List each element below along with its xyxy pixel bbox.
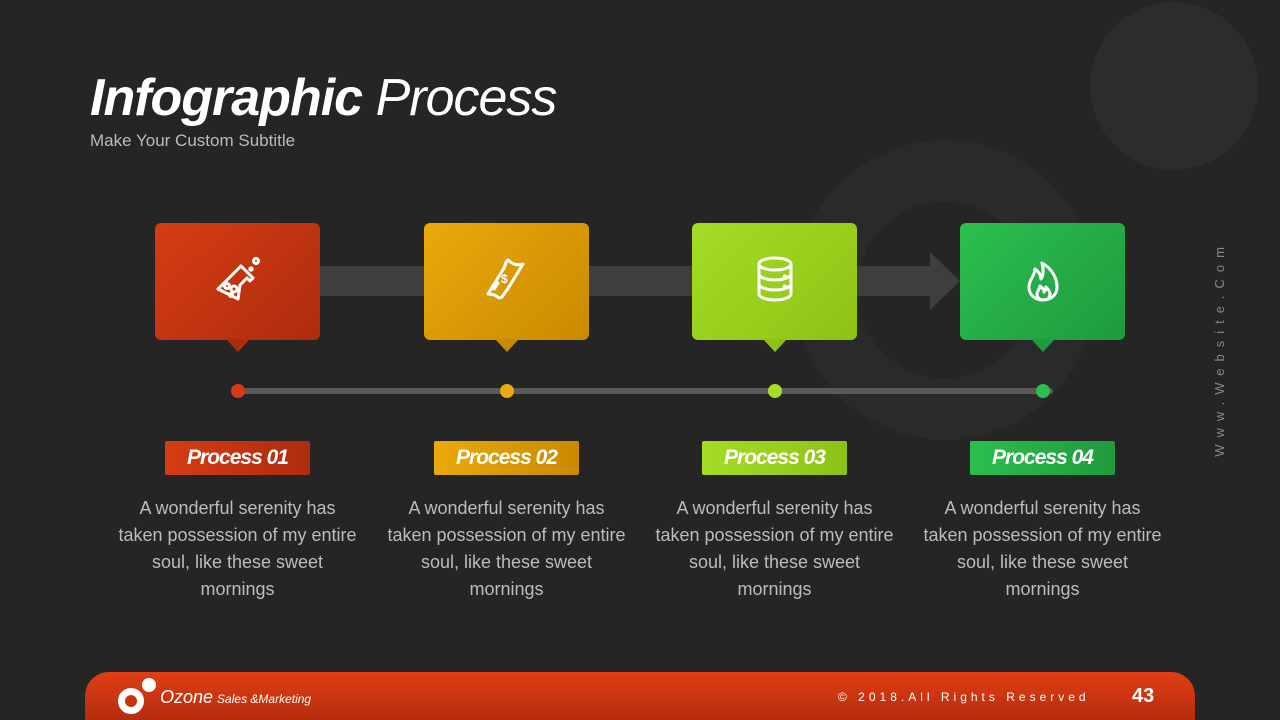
process-label: Process 01	[165, 441, 310, 475]
process-label: Process 02	[434, 441, 579, 475]
process-card-3	[692, 223, 857, 340]
process-card-4	[960, 223, 1125, 340]
process-card-1	[155, 223, 320, 340]
arrow-head	[930, 252, 960, 310]
page-title: Infographic Process	[90, 69, 557, 127]
card-pointer	[762, 339, 787, 352]
page-subtitle: Make Your Custom Subtitle	[90, 131, 296, 150]
timeline-dot	[499, 384, 514, 398]
logo-icon	[118, 688, 144, 714]
process-description: A wonderful serenity has taken possessio…	[118, 498, 357, 599]
fire-icon	[1016, 252, 1070, 311]
decor-circle	[1090, 2, 1258, 170]
website-text: Www.Website.Com	[1212, 240, 1227, 457]
process-description: A wonderful serenity has taken possessio…	[923, 498, 1162, 599]
card-pointer	[225, 339, 250, 352]
process-label: Process 04	[970, 441, 1115, 475]
flask-icon	[211, 252, 265, 311]
copyright: © 2018.All Rights Reserved	[838, 690, 1090, 704]
card-pointer	[1030, 339, 1055, 352]
timeline-dot	[767, 384, 782, 398]
process-description: A wonderful serenity has taken possessio…	[655, 498, 894, 599]
card-pointer	[494, 339, 519, 352]
timeline-dot	[230, 384, 245, 398]
logo-dot	[142, 678, 156, 692]
timeline-dot	[1035, 384, 1050, 398]
footer-bar	[85, 672, 1195, 720]
process-label: Process 03	[702, 441, 847, 475]
page-number: 43	[1132, 685, 1155, 707]
svg-text:$: $	[501, 272, 508, 286]
timeline	[237, 388, 1053, 394]
process-card-2: $	[424, 223, 589, 340]
money-icon: $	[480, 252, 534, 311]
process-description: A wonderful serenity has taken possessio…	[387, 498, 626, 599]
database-icon	[748, 252, 802, 311]
